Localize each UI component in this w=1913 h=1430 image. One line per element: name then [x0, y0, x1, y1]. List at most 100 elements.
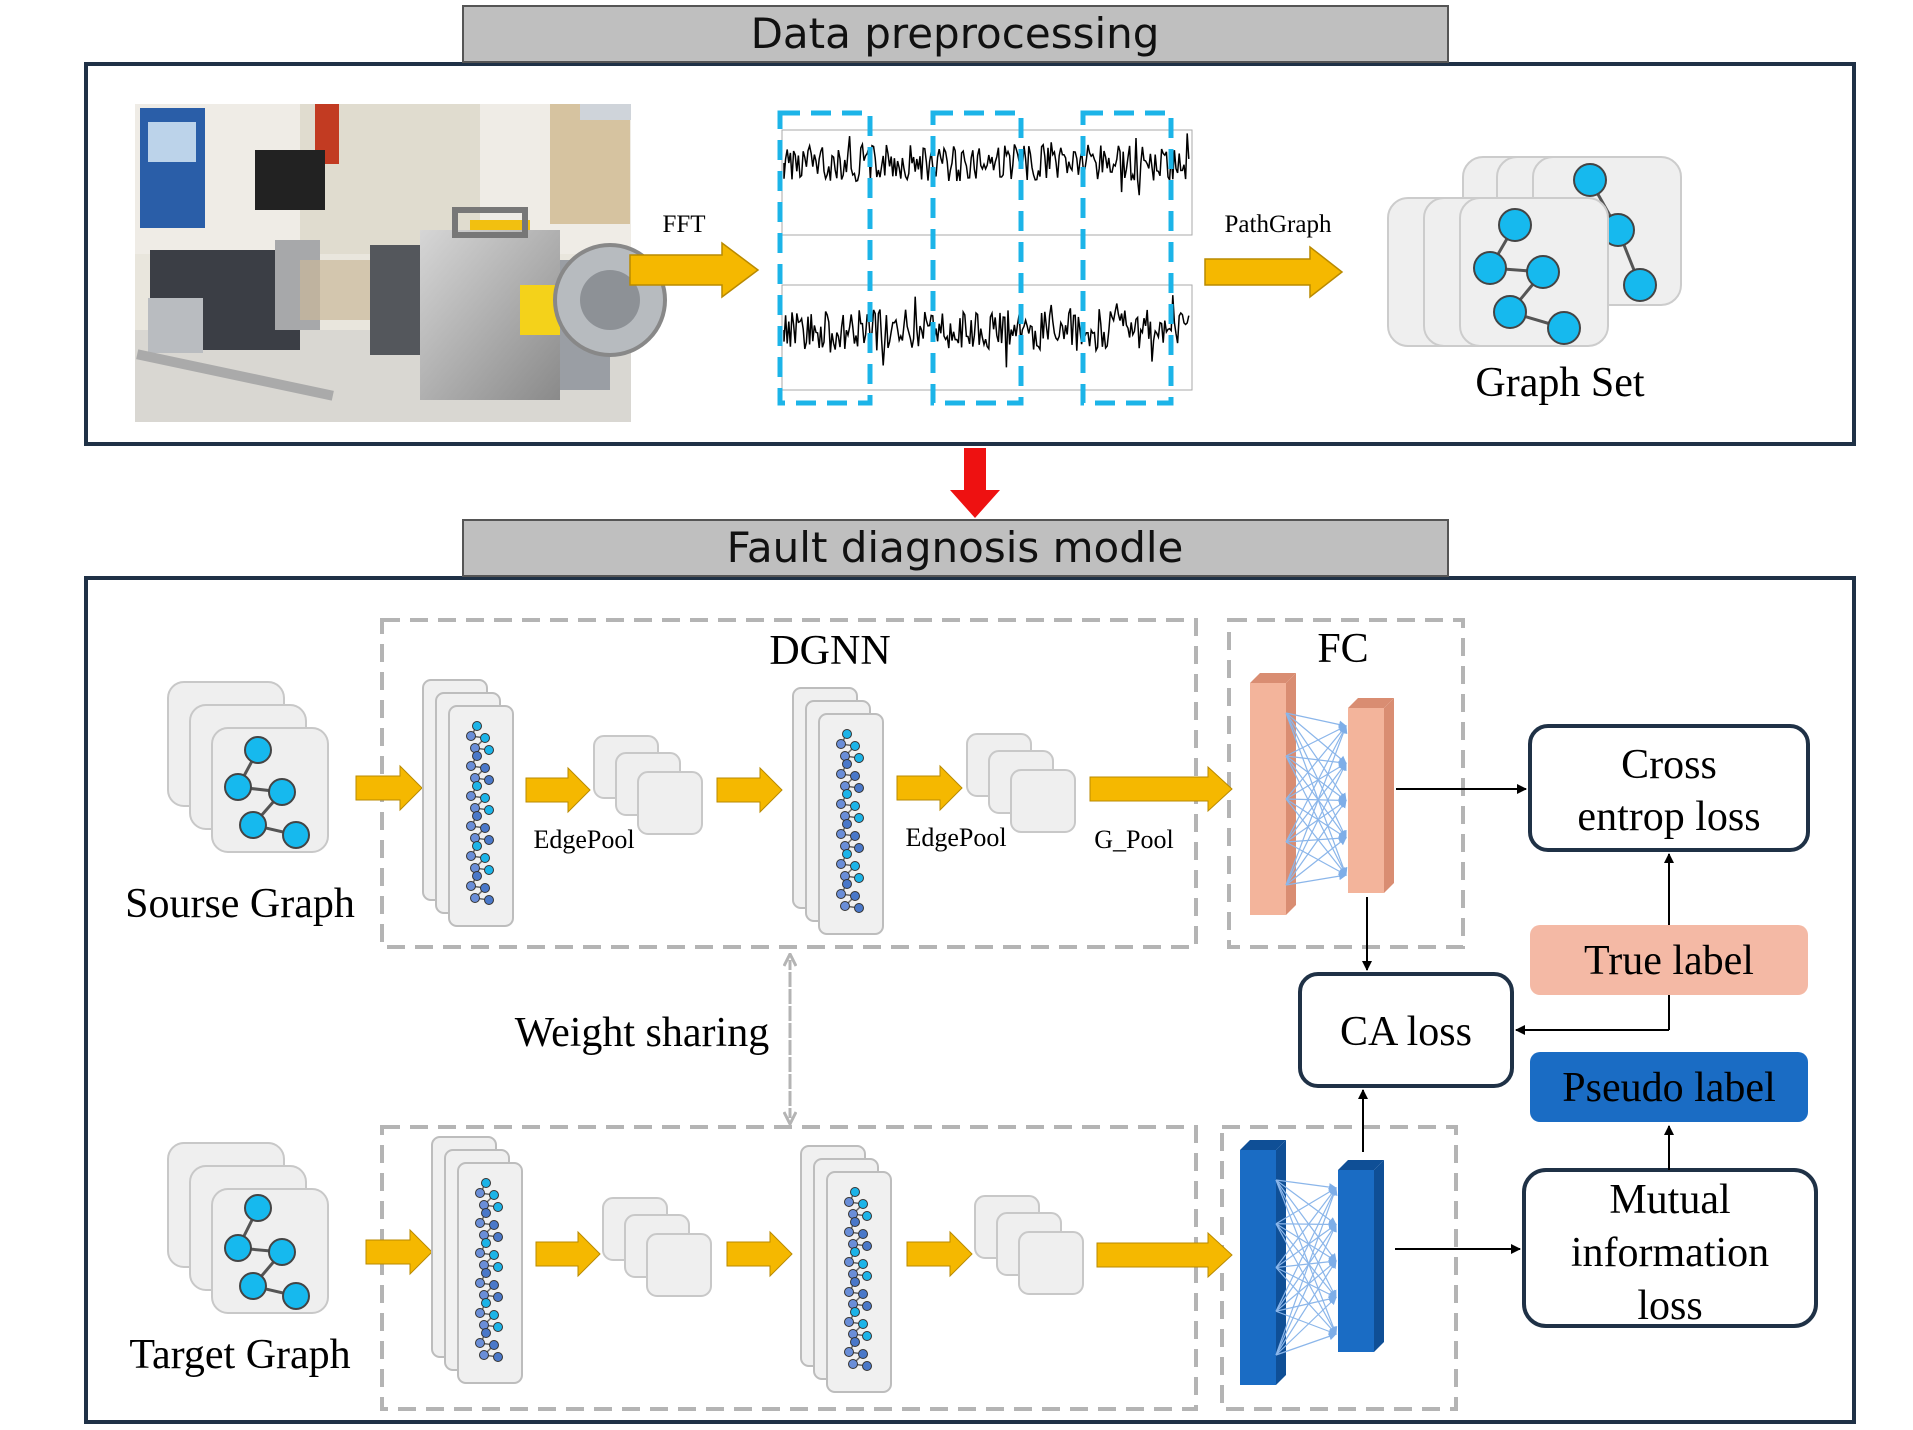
- mini-graph-node: [466, 851, 476, 861]
- gnn-layer-stack: [792, 687, 884, 935]
- mini-graph-node: [850, 1277, 860, 1287]
- window-3: [1080, 110, 1174, 406]
- mutual-line-2: information: [1571, 1230, 1769, 1276]
- mini-graph-node: [850, 1247, 860, 1257]
- arrow-target-pool-2: [906, 1230, 973, 1278]
- mini-graph-node: [842, 729, 852, 739]
- mini-graph-node: [836, 769, 846, 779]
- mini-graph-node: [472, 871, 482, 881]
- ca-loss-text: CA loss: [1340, 1009, 1472, 1055]
- gnn-layer-stack: [800, 1145, 892, 1393]
- mini-graph-node: [475, 1308, 485, 1318]
- top-header-title: Data preprocessing: [751, 9, 1160, 58]
- mini-graph-node: [836, 739, 846, 749]
- graph-node: [224, 1234, 252, 1262]
- graph-node: [282, 1282, 310, 1310]
- window-2: [930, 110, 1024, 406]
- gnn-layer-stack: [431, 1136, 523, 1384]
- mini-graph-node: [484, 835, 494, 845]
- fc-layer-bar: [1338, 1170, 1374, 1352]
- mini-graph-node: [493, 1262, 503, 1272]
- pooled-graph-stack: [602, 1197, 712, 1297]
- mini-graph-node: [480, 793, 490, 803]
- fc-layer-bar: [1250, 683, 1286, 915]
- mini-graph-node: [484, 745, 494, 755]
- mini-graph-node: [475, 1278, 485, 1288]
- graph-node: [239, 1272, 267, 1300]
- source-graph-label: Sourse Graph: [125, 881, 355, 927]
- mini-graph-node: [850, 741, 860, 751]
- mini-graph-node: [858, 1199, 868, 1209]
- cross-entropy-loss-box: [1528, 724, 1810, 852]
- mini-graph-node: [484, 775, 494, 785]
- mini-graph-node: [850, 1217, 860, 1227]
- bottom-header-title: Fault diagnosis modle: [727, 523, 1184, 572]
- mini-graph-node: [472, 811, 482, 821]
- mini-graph-node: [480, 763, 490, 773]
- target-graph-stack: [167, 1142, 329, 1314]
- mini-graph-node: [858, 1319, 868, 1329]
- graph-node: [244, 1194, 272, 1222]
- graph-node: [282, 821, 310, 849]
- mini-graph-node: [842, 789, 852, 799]
- top-header-bar: [462, 5, 1449, 63]
- gnn-layer-stack: [422, 679, 514, 927]
- edgepool-label-2: EdgePool: [905, 823, 1006, 852]
- graph-set-label: Graph Set: [1475, 360, 1644, 406]
- fc-layer-bar: [1240, 1150, 1276, 1385]
- mini-graph-node: [850, 771, 860, 781]
- mini-graph-node: [475, 1188, 485, 1198]
- test-rig-photo: [135, 104, 667, 422]
- mini-graph-node: [493, 1232, 503, 1242]
- mini-graph-node: [484, 805, 494, 815]
- ca-loss-box: [1298, 972, 1514, 1088]
- mini-graph-node: [862, 1361, 872, 1371]
- arrow-source-layer-2: [716, 766, 783, 814]
- mini-graph-node: [844, 1197, 854, 1207]
- graph-set-stack: [1387, 156, 1682, 347]
- data-preprocessing-section: Data preprocessing: [84, 5, 1856, 446]
- mini-graph-node: [480, 883, 490, 893]
- red-down-arrow: [950, 448, 1000, 518]
- graph-node: [268, 1238, 296, 1266]
- mini-graph-node: [862, 1331, 872, 1341]
- graph-node: [1493, 295, 1527, 329]
- mini-graph-node: [481, 1178, 491, 1188]
- mini-graph-node: [481, 1328, 491, 1338]
- mini-graph-node: [489, 1190, 499, 1200]
- fc-layers-source: [1250, 673, 1394, 915]
- graph-node: [1498, 208, 1532, 242]
- mini-graph-node: [844, 1317, 854, 1327]
- mini-graph-node: [840, 901, 850, 911]
- arrow-target-pool-1: [535, 1230, 601, 1278]
- mini-graph-node: [493, 1322, 503, 1332]
- dgnn-box-target: [380, 1125, 1198, 1411]
- mini-graph-node: [854, 873, 864, 883]
- mini-graph-node: [862, 1241, 872, 1251]
- graph-node: [1473, 251, 1507, 285]
- mutual-line-3: loss: [1637, 1283, 1702, 1329]
- mini-graph-node: [466, 761, 476, 771]
- mini-graph-node: [854, 753, 864, 763]
- mini-graph-node: [854, 903, 864, 913]
- mini-graph-node: [466, 731, 476, 741]
- graph-node: [1573, 163, 1607, 197]
- mini-graph-node: [489, 1340, 499, 1350]
- fc-label: FC: [1317, 626, 1368, 672]
- mini-graph-node: [850, 831, 860, 841]
- arrow-target-layer-2: [726, 1230, 793, 1278]
- bottom-frame: [84, 576, 1856, 1424]
- mini-graph-node: [854, 813, 864, 823]
- mini-graph-node: [836, 829, 846, 839]
- mini-graph-node: [842, 819, 852, 829]
- mini-graph-node: [489, 1250, 499, 1260]
- mini-graph-node: [862, 1301, 872, 1311]
- mini-graph-node: [481, 1268, 491, 1278]
- mini-graph-node: [466, 791, 476, 801]
- graph-node: [239, 811, 267, 839]
- fault-diagnosis-section: Fault diagnosis modle DGNN FC Sourse Gra…: [84, 519, 1856, 1424]
- mini-graph-node: [480, 823, 490, 833]
- mini-graph-node: [466, 881, 476, 891]
- mini-graph-node: [854, 783, 864, 793]
- arrow-source-gpool: [1089, 765, 1233, 813]
